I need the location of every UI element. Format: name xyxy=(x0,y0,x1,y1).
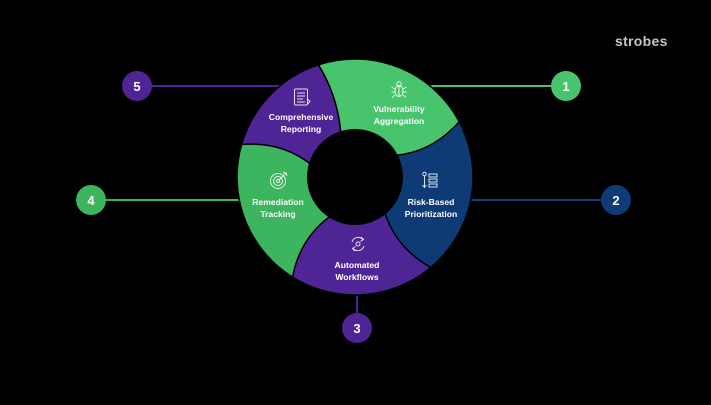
step-badge-3-number: 3 xyxy=(353,321,360,336)
step-badge-2-circle xyxy=(601,185,631,215)
ring-center-hole xyxy=(307,129,403,225)
step-badge-5: 5 xyxy=(122,71,152,101)
target-icon xyxy=(270,171,288,189)
segment-5-line2: Reporting xyxy=(281,124,322,134)
step-badge-4-number: 4 xyxy=(87,193,95,208)
step-badge-5-circle xyxy=(122,71,152,101)
segment-2-line1: Risk-Based xyxy=(408,197,455,207)
step-badge-1-number: 1 xyxy=(562,79,569,94)
segment-1-line2: Aggregation xyxy=(374,116,425,126)
segment-2-line2: Prioritization xyxy=(405,209,458,219)
step-badge-3-circle xyxy=(342,313,372,343)
step-badge-1: 1 xyxy=(551,71,581,101)
segment-label-2: Risk-Based Prioritization xyxy=(405,197,458,219)
segment-4-line2: Tracking xyxy=(260,209,295,219)
priority-list-icon xyxy=(422,171,438,189)
segment-5-line1: Comprehensive xyxy=(269,112,334,122)
step-badge-4-circle xyxy=(76,185,106,215)
cycle-icon xyxy=(351,236,365,252)
brand-logo: strobes xyxy=(615,33,668,49)
bug-icon xyxy=(391,81,407,98)
segment-4-line1: Remediation xyxy=(252,197,304,207)
segment-label-1: Vulnerability Aggregation xyxy=(373,104,424,126)
segment-1-line1: Vulnerability xyxy=(373,104,424,114)
step-badge-2-number: 2 xyxy=(612,193,619,208)
step-badge-5-number: 5 xyxy=(133,79,140,94)
step-badge-4: 4 xyxy=(76,185,106,215)
segment-3-line2: Workflows xyxy=(335,272,379,282)
ring-segment-1 xyxy=(317,58,461,157)
segment-label-3: Automated Workflows xyxy=(335,260,380,282)
report-icon xyxy=(294,88,311,106)
segment-label-5: Comprehensive Reporting xyxy=(269,112,334,134)
segment-3-line1: Automated xyxy=(335,260,380,270)
step-badge-3: 3 xyxy=(342,313,372,343)
segment-label-4: Remediation Tracking xyxy=(252,197,304,219)
step-badge-2: 2 xyxy=(601,185,631,215)
step-badge-1-circle xyxy=(551,71,581,101)
ring-segments xyxy=(236,58,474,296)
